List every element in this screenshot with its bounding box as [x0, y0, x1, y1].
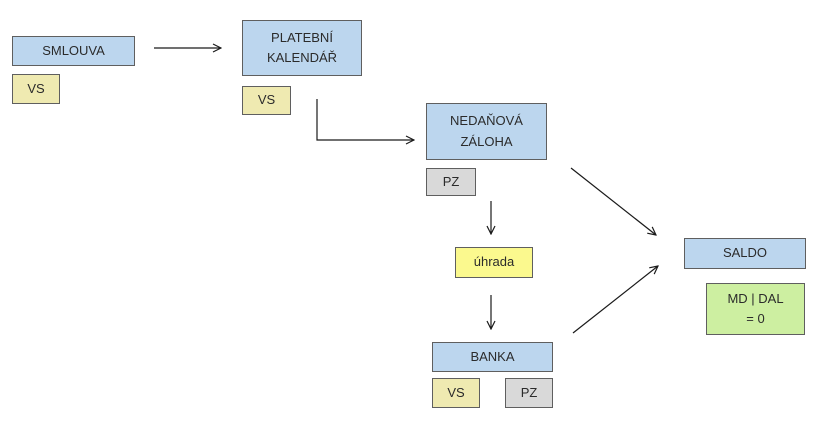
smlouva-vs-box: VS [12, 74, 60, 104]
nedanova-zaloha-box: NEDAŇOVÁ ZÁLOHA [426, 103, 547, 160]
banka-vs-box: VS [432, 378, 480, 408]
banka-box: BANKA [432, 342, 553, 372]
saldo-result-box: MD | DAL = 0 [706, 283, 805, 335]
banka-pz-box: PZ [505, 378, 553, 408]
saldo-box: SALDO [684, 238, 806, 269]
arrow-banka-to-saldo [572, 266, 658, 334]
platebni-kalendar-box: PLATEBNÍ KALENDÁŘ [242, 20, 362, 76]
smlouva-box: SMLOUVA [12, 36, 135, 66]
platebni-vs-box: VS [242, 86, 291, 115]
zaloha-pz-box: PZ [426, 168, 476, 196]
uhrada-box: úhrada [455, 247, 533, 278]
arrow-zaloha-to-saldo [570, 167, 656, 235]
arrow-kalendar-to-zaloha [316, 99, 414, 140]
